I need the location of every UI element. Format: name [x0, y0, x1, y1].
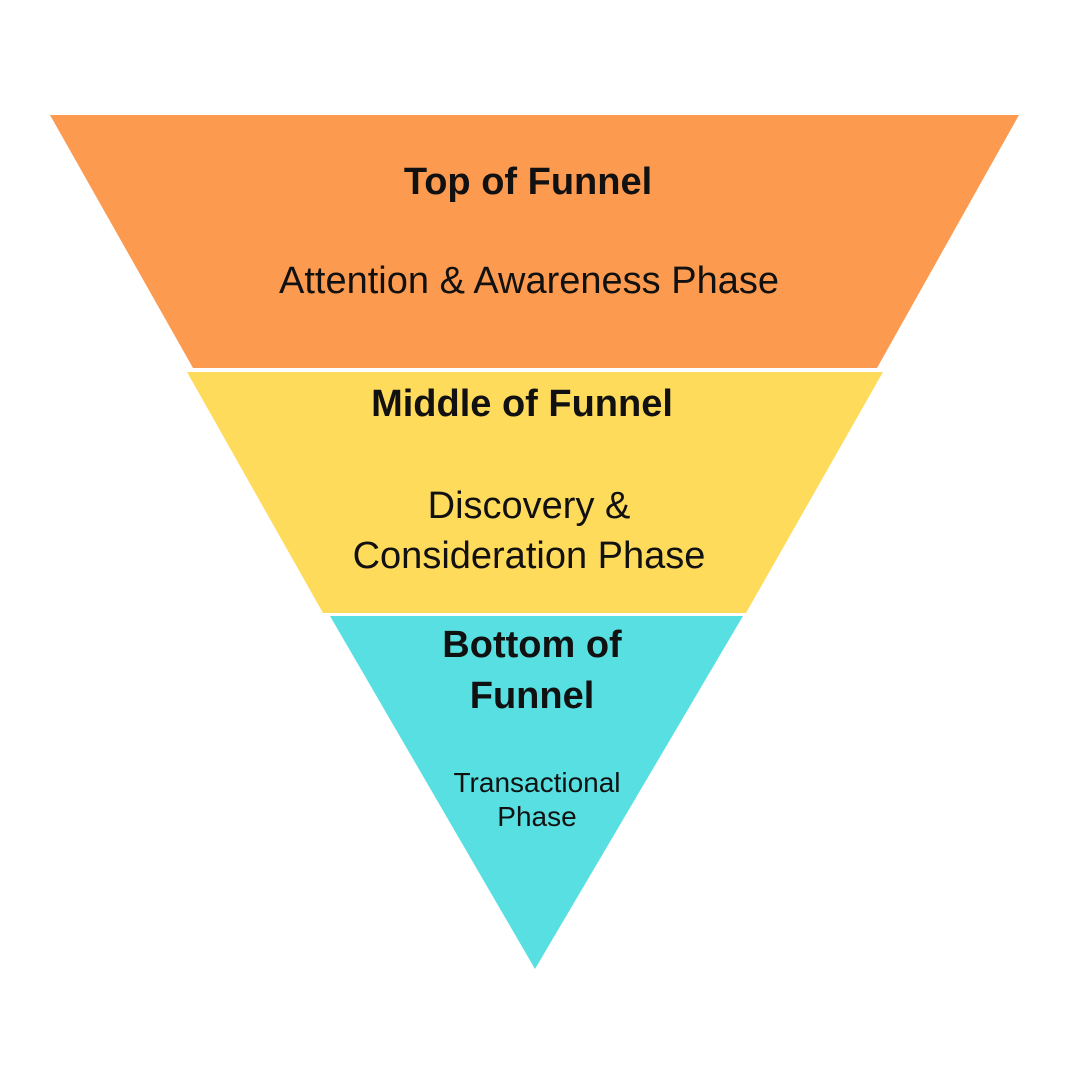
bottom-of-funnel-title-line-2: Funnel: [469, 675, 595, 717]
bottom-of-funnel-title: Bottom of Funnel: [442, 620, 621, 722]
top-of-funnel-subtitle: Attention & Awareness Phase: [279, 256, 779, 306]
top-of-funnel-subtitle-line: Attention & Awareness Phase: [279, 260, 779, 302]
top-of-funnel-title-line: Top of Funnel: [403, 161, 653, 203]
bottom-of-funnel-subtitle-line-1: Transactional: [453, 767, 621, 798]
middle-of-funnel-subtitle: Discovery & Consideration Phase: [353, 481, 706, 581]
funnel-segment-middle-shape: [187, 372, 883, 613]
bottom-of-funnel-title-line-1: Bottom of: [442, 624, 622, 666]
middle-of-funnel-title-line: Middle of Funnel: [371, 383, 673, 425]
funnel-segment-top-shape: [50, 115, 1019, 368]
middle-of-funnel-subtitle-line-2: Consideration Phase: [352, 535, 706, 577]
bottom-of-funnel-subtitle-line-2: Phase: [497, 801, 577, 832]
middle-of-funnel-title: Middle of Funnel: [371, 380, 673, 428]
top-of-funnel-title: Top of Funnel: [404, 158, 652, 206]
middle-of-funnel-subtitle-line-1: Discovery &: [427, 485, 631, 527]
bottom-of-funnel-subtitle: Transactional Phase: [453, 766, 620, 834]
funnel-segment-bottom-shape: [330, 616, 743, 969]
